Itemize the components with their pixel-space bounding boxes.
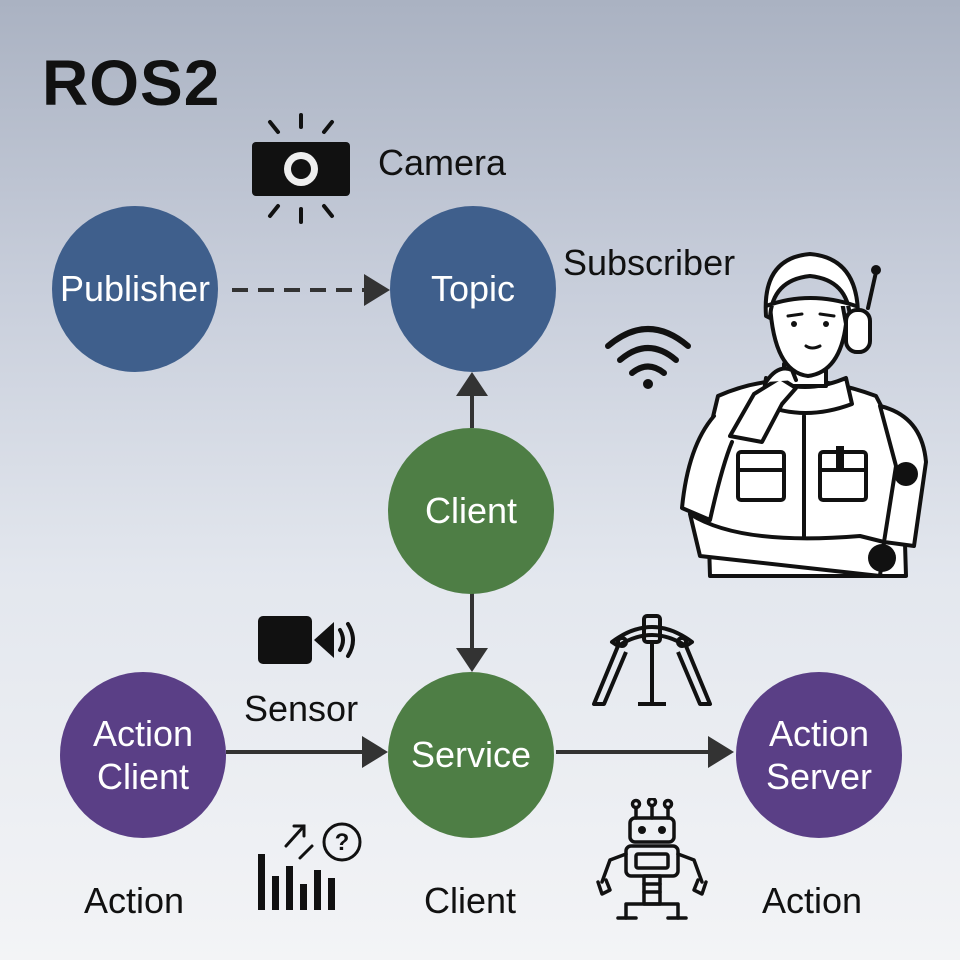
diagram-title: ROS2 — [42, 47, 221, 119]
node-action-client-line2: Client — [96, 756, 190, 797]
node-action-server[interactable]: Action Server — [736, 672, 902, 838]
node-topic-label: Topic — [430, 268, 516, 310]
node-client[interactable]: Client — [388, 428, 554, 594]
node-publisher[interactable]: Publisher — [52, 206, 218, 372]
arrowhead-client-service — [456, 648, 488, 672]
label-client-bottom: Client — [424, 880, 517, 921]
arrowhead-client-topic — [456, 372, 488, 396]
chart-question-icon: ? — [258, 822, 362, 910]
label-camera: Camera — [378, 142, 507, 183]
node-publisher-label: Publisher — [59, 268, 211, 310]
node-service-label: Service — [410, 734, 532, 776]
robot-icon — [596, 798, 708, 920]
node-topic[interactable]: Topic — [390, 206, 556, 372]
arrowhead-actionclient-service — [362, 736, 388, 768]
svg-text:?: ? — [335, 829, 350, 856]
wifi-icon — [605, 326, 691, 389]
arrowhead-service-actionserver — [708, 736, 734, 768]
label-sensor: Sensor — [244, 688, 359, 729]
node-service[interactable]: Service — [388, 672, 554, 838]
label-action-left: Action — [84, 880, 185, 921]
node-action-server-line2: Server — [765, 756, 873, 797]
node-action-client-line1: Action — [92, 712, 194, 754]
node-client-label: Client — [424, 490, 518, 532]
label-action-right: Action — [762, 880, 863, 921]
gripper-icon — [592, 614, 712, 706]
arrowhead-publisher-topic — [364, 274, 390, 306]
node-action-client[interactable]: Action Client — [60, 672, 226, 838]
video-sound-icon — [258, 616, 355, 664]
label-subscriber: Subscriber — [563, 242, 736, 283]
astronaut-illustration — [680, 252, 928, 578]
node-action-server-line1: Action — [768, 712, 870, 754]
camera-icon — [252, 113, 350, 224]
